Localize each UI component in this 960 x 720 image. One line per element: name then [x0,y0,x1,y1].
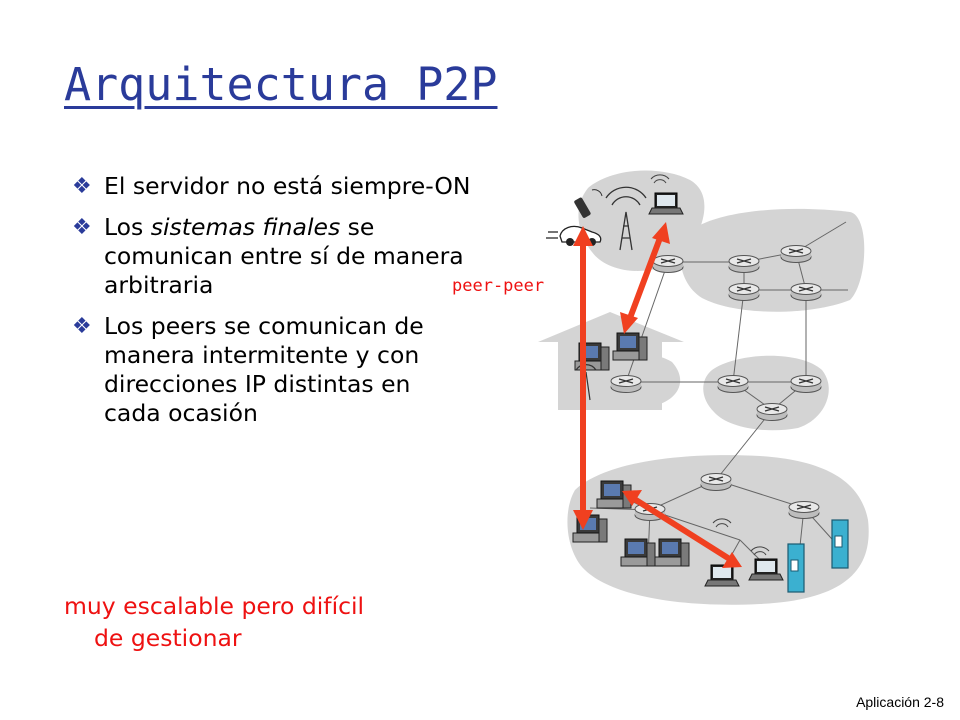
server-icon [831,519,849,569]
router-icon [756,402,788,422]
cell-phone-icon [574,189,603,218]
router-icon [610,374,642,394]
diamond-bullet-icon: ❖ [72,174,92,199]
regional-network-cloud [703,355,829,431]
note-line: de gestionar [94,624,242,652]
cell-tower-icon [605,186,647,251]
bullet-list: ❖ El servidor no está siempre-ON ❖ Los s… [72,172,472,440]
scalability-note: muy escalable pero difícil de gestionar [64,590,464,654]
router-icon [780,244,812,264]
bullet-item: ❖ Los peers se comunican de manera inter… [72,312,472,428]
computer-icon [620,538,656,567]
diamond-bullet-icon: ❖ [72,215,92,240]
computer-icon [654,538,690,567]
router-icon [728,282,760,302]
router-icon [790,374,822,394]
peer-peer-label: peer-peer [452,276,545,296]
peer-arrows [573,222,742,568]
home-network-block-arrow [538,312,684,410]
router-icon [717,374,749,394]
router-icon [700,472,732,492]
diamond-bullet-icon: ❖ [72,314,92,339]
router-icon [652,254,684,274]
slide-number: Aplicación 2-8 [856,694,944,710]
note-line: muy escalable pero difícil [64,592,365,620]
bullet-item: ❖ Los sistemas finales se comunican entr… [72,213,472,300]
bullet-item: ❖ El servidor no está siempre-ON [72,172,472,201]
server-icon [787,543,805,593]
slide-title: Arquitectura P2P [64,58,498,111]
bullet-text: El servidor no está siempre-ON [104,172,471,200]
computer-icon [612,332,648,361]
router-icon [790,282,822,302]
bullet-text: se comunican entre sí de manera arbitrar… [104,213,464,299]
router-icon [728,254,760,274]
router-icon [788,500,820,520]
bullet-text-emphasis: sistemas finales [150,213,341,241]
bullet-text: Los [104,213,151,241]
core-network-cloud [680,208,865,312]
bullet-text: Los peers se comunican de manera intermi… [104,312,424,427]
